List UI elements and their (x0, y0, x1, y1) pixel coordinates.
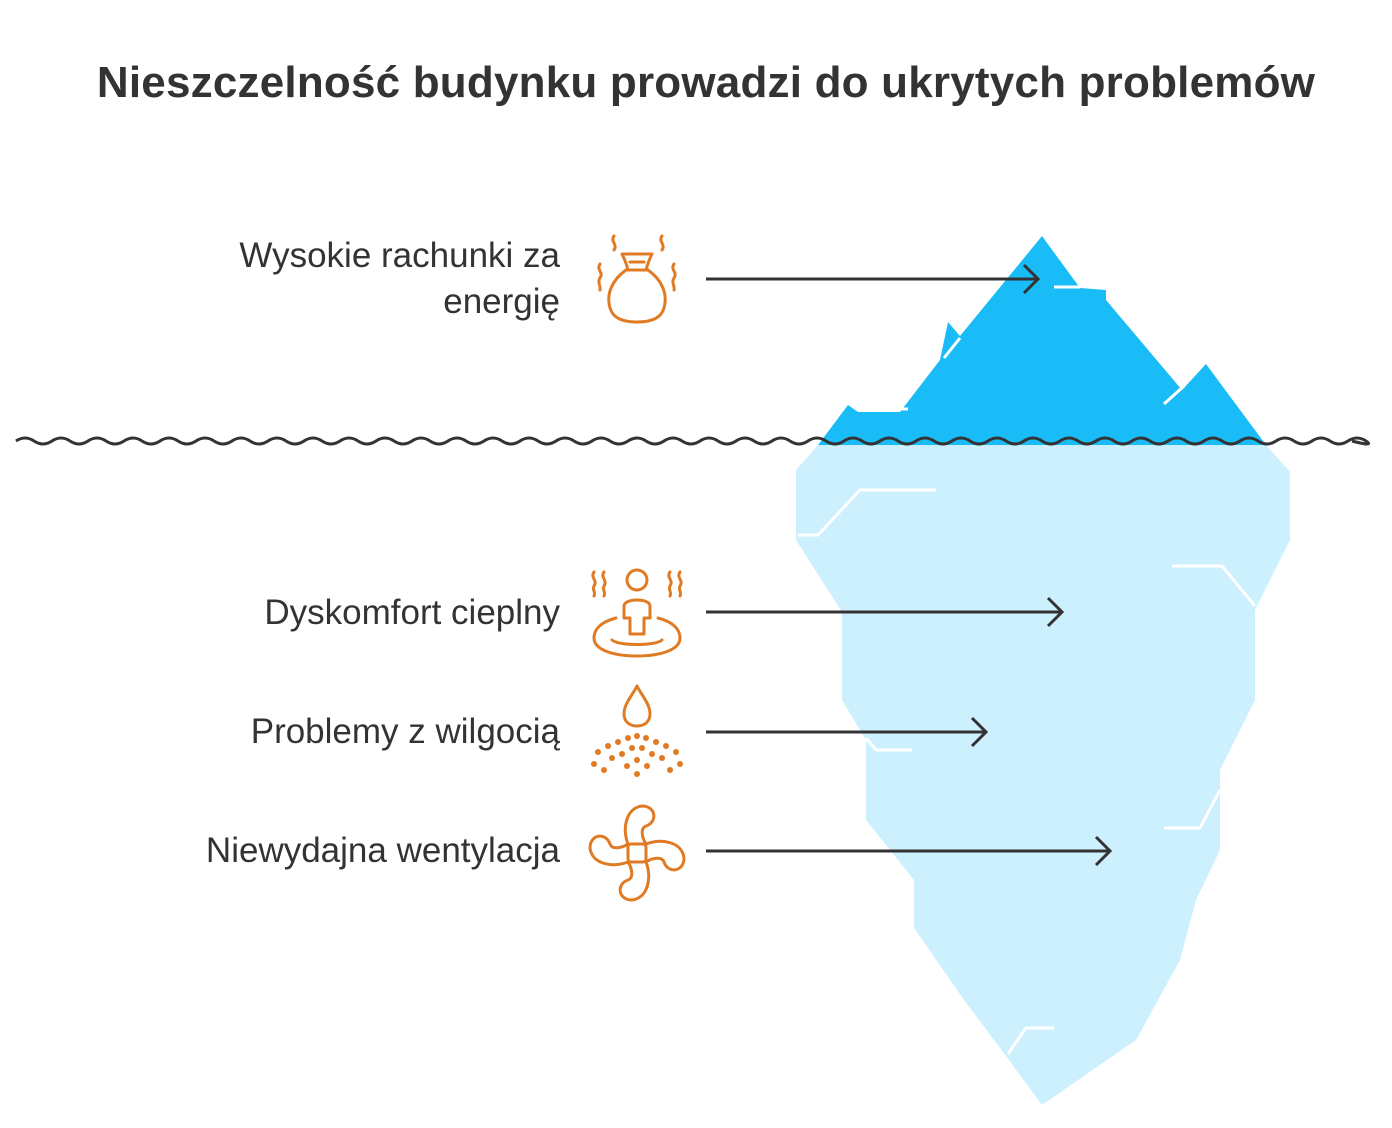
label-line: Dyskomfort cieplny (264, 593, 560, 632)
person-heat-icon (582, 560, 692, 670)
label-line: Problemy z wilgocią (250, 712, 560, 751)
label-moisture-problems: Problemy z wilgocią (251, 709, 560, 755)
arrow-ventilation (706, 835, 1113, 867)
fan-icon (582, 798, 692, 908)
arrow-energy-bills (706, 263, 1041, 295)
label-line: Wysokie rachunki za (239, 236, 560, 275)
water-drop-icon (582, 680, 692, 790)
iceberg-top-cracks (858, 285, 1186, 411)
water-line (15, 436, 1370, 446)
label-thermal-discomfort: Dyskomfort cieplny (264, 590, 560, 636)
iceberg-top (818, 236, 1266, 445)
arrows (706, 263, 1113, 867)
label-line: energię (443, 282, 560, 321)
diagram-title: Nieszczelność budynku prowadzi do ukryty… (96, 58, 1316, 107)
label-ineffective-ventilation: Niewydajna wentylacja (206, 828, 560, 874)
money-bag-heat-icon (582, 224, 692, 334)
label-energy-bills: Wysokie rachunki za energię (239, 233, 560, 325)
label-line: Niewydajna wentylacja (205, 831, 560, 870)
arrow-moisture (706, 716, 989, 748)
iceberg-underwater (796, 445, 1290, 1105)
iceberg-underwater-cracks (798, 488, 1257, 1055)
arrow-thermal-discomfort (706, 596, 1065, 628)
